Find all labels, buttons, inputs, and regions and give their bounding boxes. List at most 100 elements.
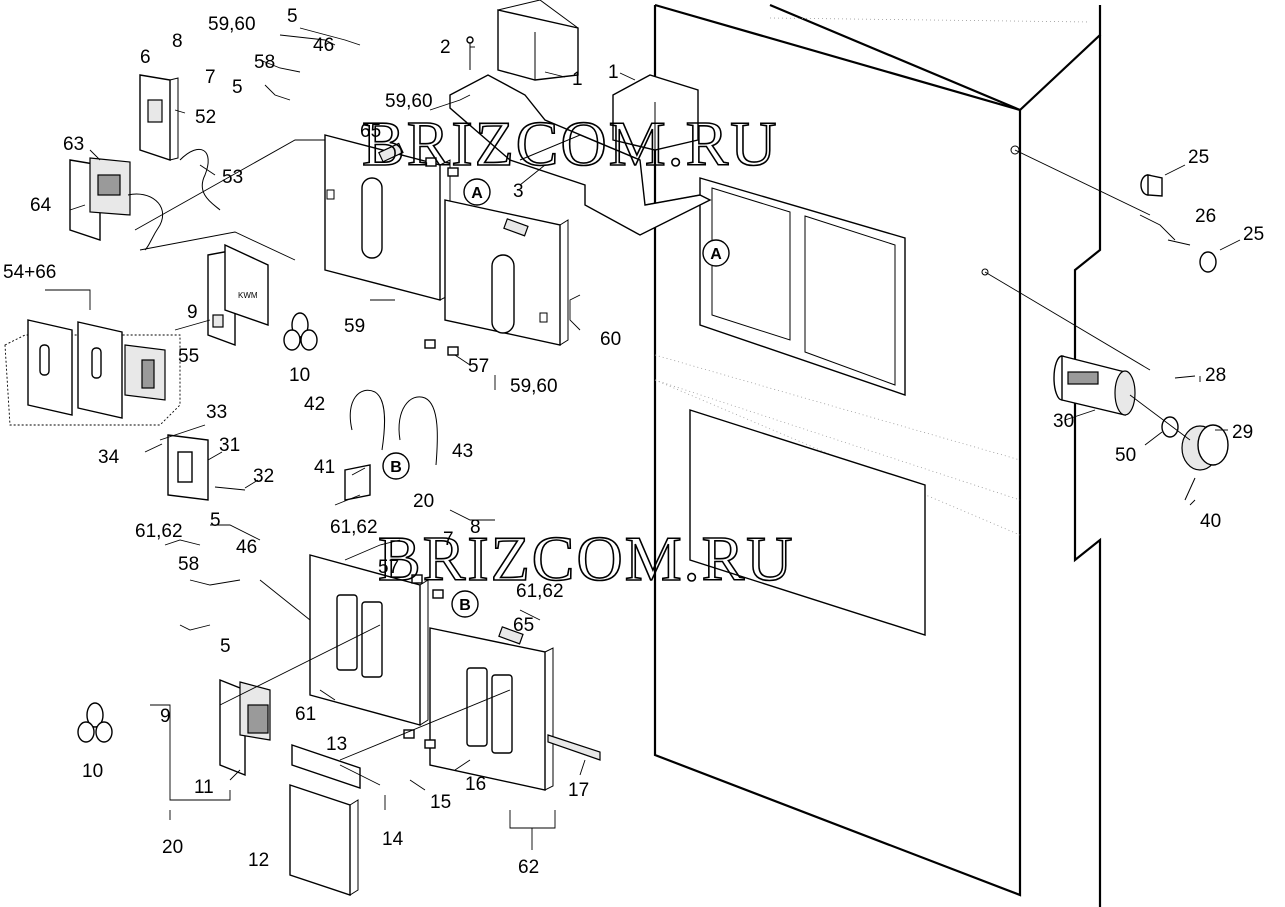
mech-marking-text: KWM <box>238 291 258 300</box>
part-label: 1 <box>572 69 583 90</box>
part-label: 26 <box>1195 206 1216 227</box>
panel-59 <box>324 134 451 301</box>
feet-57-upper <box>424 157 459 356</box>
lock-cylinder-30 <box>1053 355 1136 416</box>
bracket-41 <box>344 464 371 501</box>
screw-32 <box>214 486 246 491</box>
coin-chute-3 <box>449 74 712 236</box>
fan-10-lower <box>77 702 113 743</box>
part-label: 34 <box>98 447 120 468</box>
cable-53 <box>179 148 221 211</box>
part-label: 58 <box>254 52 275 73</box>
part-label: 54+66 <box>3 262 56 283</box>
callout-b-upper: B <box>382 452 410 480</box>
part-label: 33 <box>206 402 227 423</box>
fan-10-upper <box>283 312 318 351</box>
part-label: 5 <box>232 77 243 98</box>
bar-13 <box>291 744 361 789</box>
part-label: 62 <box>518 857 539 878</box>
part-label: 17 <box>568 780 589 801</box>
part-label: 43 <box>452 441 473 462</box>
part-label: 59 <box>344 316 365 337</box>
part-label: 46 <box>313 35 334 56</box>
part-label: 11 <box>194 777 214 798</box>
part-label: 2 <box>440 37 451 58</box>
part-label: 57 <box>468 356 489 377</box>
coin-mech-52 <box>139 74 179 161</box>
callout-b-lower: B <box>451 590 479 618</box>
callout-a-cabinet: A <box>702 239 730 267</box>
panel-62 <box>429 627 554 791</box>
front-plate-55: KWM <box>207 243 269 347</box>
part-label: 10 <box>82 761 103 782</box>
part-label: 16 <box>465 774 486 795</box>
part-label: 61,62 <box>516 581 564 602</box>
part-label: 32 <box>253 466 274 487</box>
part-label: 29 <box>1232 422 1253 443</box>
part-label: 61,62 <box>330 517 378 538</box>
part-label: 61 <box>295 704 316 725</box>
part-label: 7 <box>205 67 216 88</box>
rail-17 <box>547 734 601 761</box>
plate-31 <box>167 434 209 501</box>
svg-text:A: A <box>710 246 722 263</box>
inset-54-66 <box>4 319 181 426</box>
part-label: 8 <box>172 31 183 52</box>
part-label: 14 <box>382 829 404 850</box>
part-label: 46 <box>236 537 257 558</box>
svg-text:B: B <box>459 597 471 614</box>
strap-43 <box>398 396 438 466</box>
part-label: 7 <box>443 529 454 550</box>
part-label: 5 <box>210 510 221 531</box>
part-label: 10 <box>289 365 310 386</box>
washer-50 <box>1161 416 1179 438</box>
part-label: 60 <box>600 329 621 350</box>
svg-text:A: A <box>471 185 483 202</box>
part-label: 53 <box>222 167 243 188</box>
watermark: BRIZCOM.RU BRIZCOM.RU <box>361 107 795 595</box>
part-label: 25 <box>1243 224 1264 245</box>
part-label: 12 <box>248 850 269 871</box>
part-label: 64 <box>30 195 52 216</box>
part-label: 9 <box>160 706 171 727</box>
cover-12 <box>289 784 359 896</box>
part-labels: 1 1 2 3 5 5 5 5 6 7 7 8 8 9 9 10 10 11 1… <box>3 6 1264 878</box>
bushing-25 <box>1140 174 1217 273</box>
part-label: 42 <box>304 394 325 415</box>
part-label: 58 <box>178 554 199 575</box>
part-label: 30 <box>1053 411 1074 432</box>
feet-57-lower <box>403 574 444 749</box>
watermark-text-upper: BRIZCOM.RU <box>362 108 779 179</box>
knob-29 <box>1181 424 1229 471</box>
screw-28 <box>1174 375 1196 379</box>
svg-text:B: B <box>390 459 402 476</box>
hinge-65-lower <box>498 626 524 645</box>
part-label: 20 <box>413 491 434 512</box>
part-label: 52 <box>195 107 216 128</box>
part-label: 59,60 <box>385 91 433 112</box>
part-label: 59,60 <box>510 376 558 397</box>
lower-window <box>689 409 926 636</box>
part-label: 31 <box>219 435 240 456</box>
panel-60 <box>444 199 569 346</box>
part-label: 63 <box>63 134 84 155</box>
coin-bin-1-right <box>612 74 699 151</box>
part-label: 57 <box>378 557 399 578</box>
part-label: 1 <box>608 62 619 83</box>
part-label: 40 <box>1200 511 1221 532</box>
part-label: 6 <box>140 47 151 68</box>
strap-42 <box>349 389 386 451</box>
part-label: 15 <box>430 792 451 813</box>
cabinet-body <box>653 3 1102 907</box>
part-label: 65 <box>513 615 534 636</box>
coin-mech-11 <box>219 678 271 777</box>
watermark-text-lower: BRIZCOM.RU <box>378 523 795 594</box>
part-label: 59,60 <box>208 14 256 35</box>
part-label: 25 <box>1188 147 1209 168</box>
part-label: 55 <box>178 346 199 367</box>
part-label: 5 <box>287 6 298 27</box>
callout-a-upper: A <box>463 178 491 206</box>
part-label: 20 <box>162 837 183 858</box>
part-label: 3 <box>513 181 524 202</box>
